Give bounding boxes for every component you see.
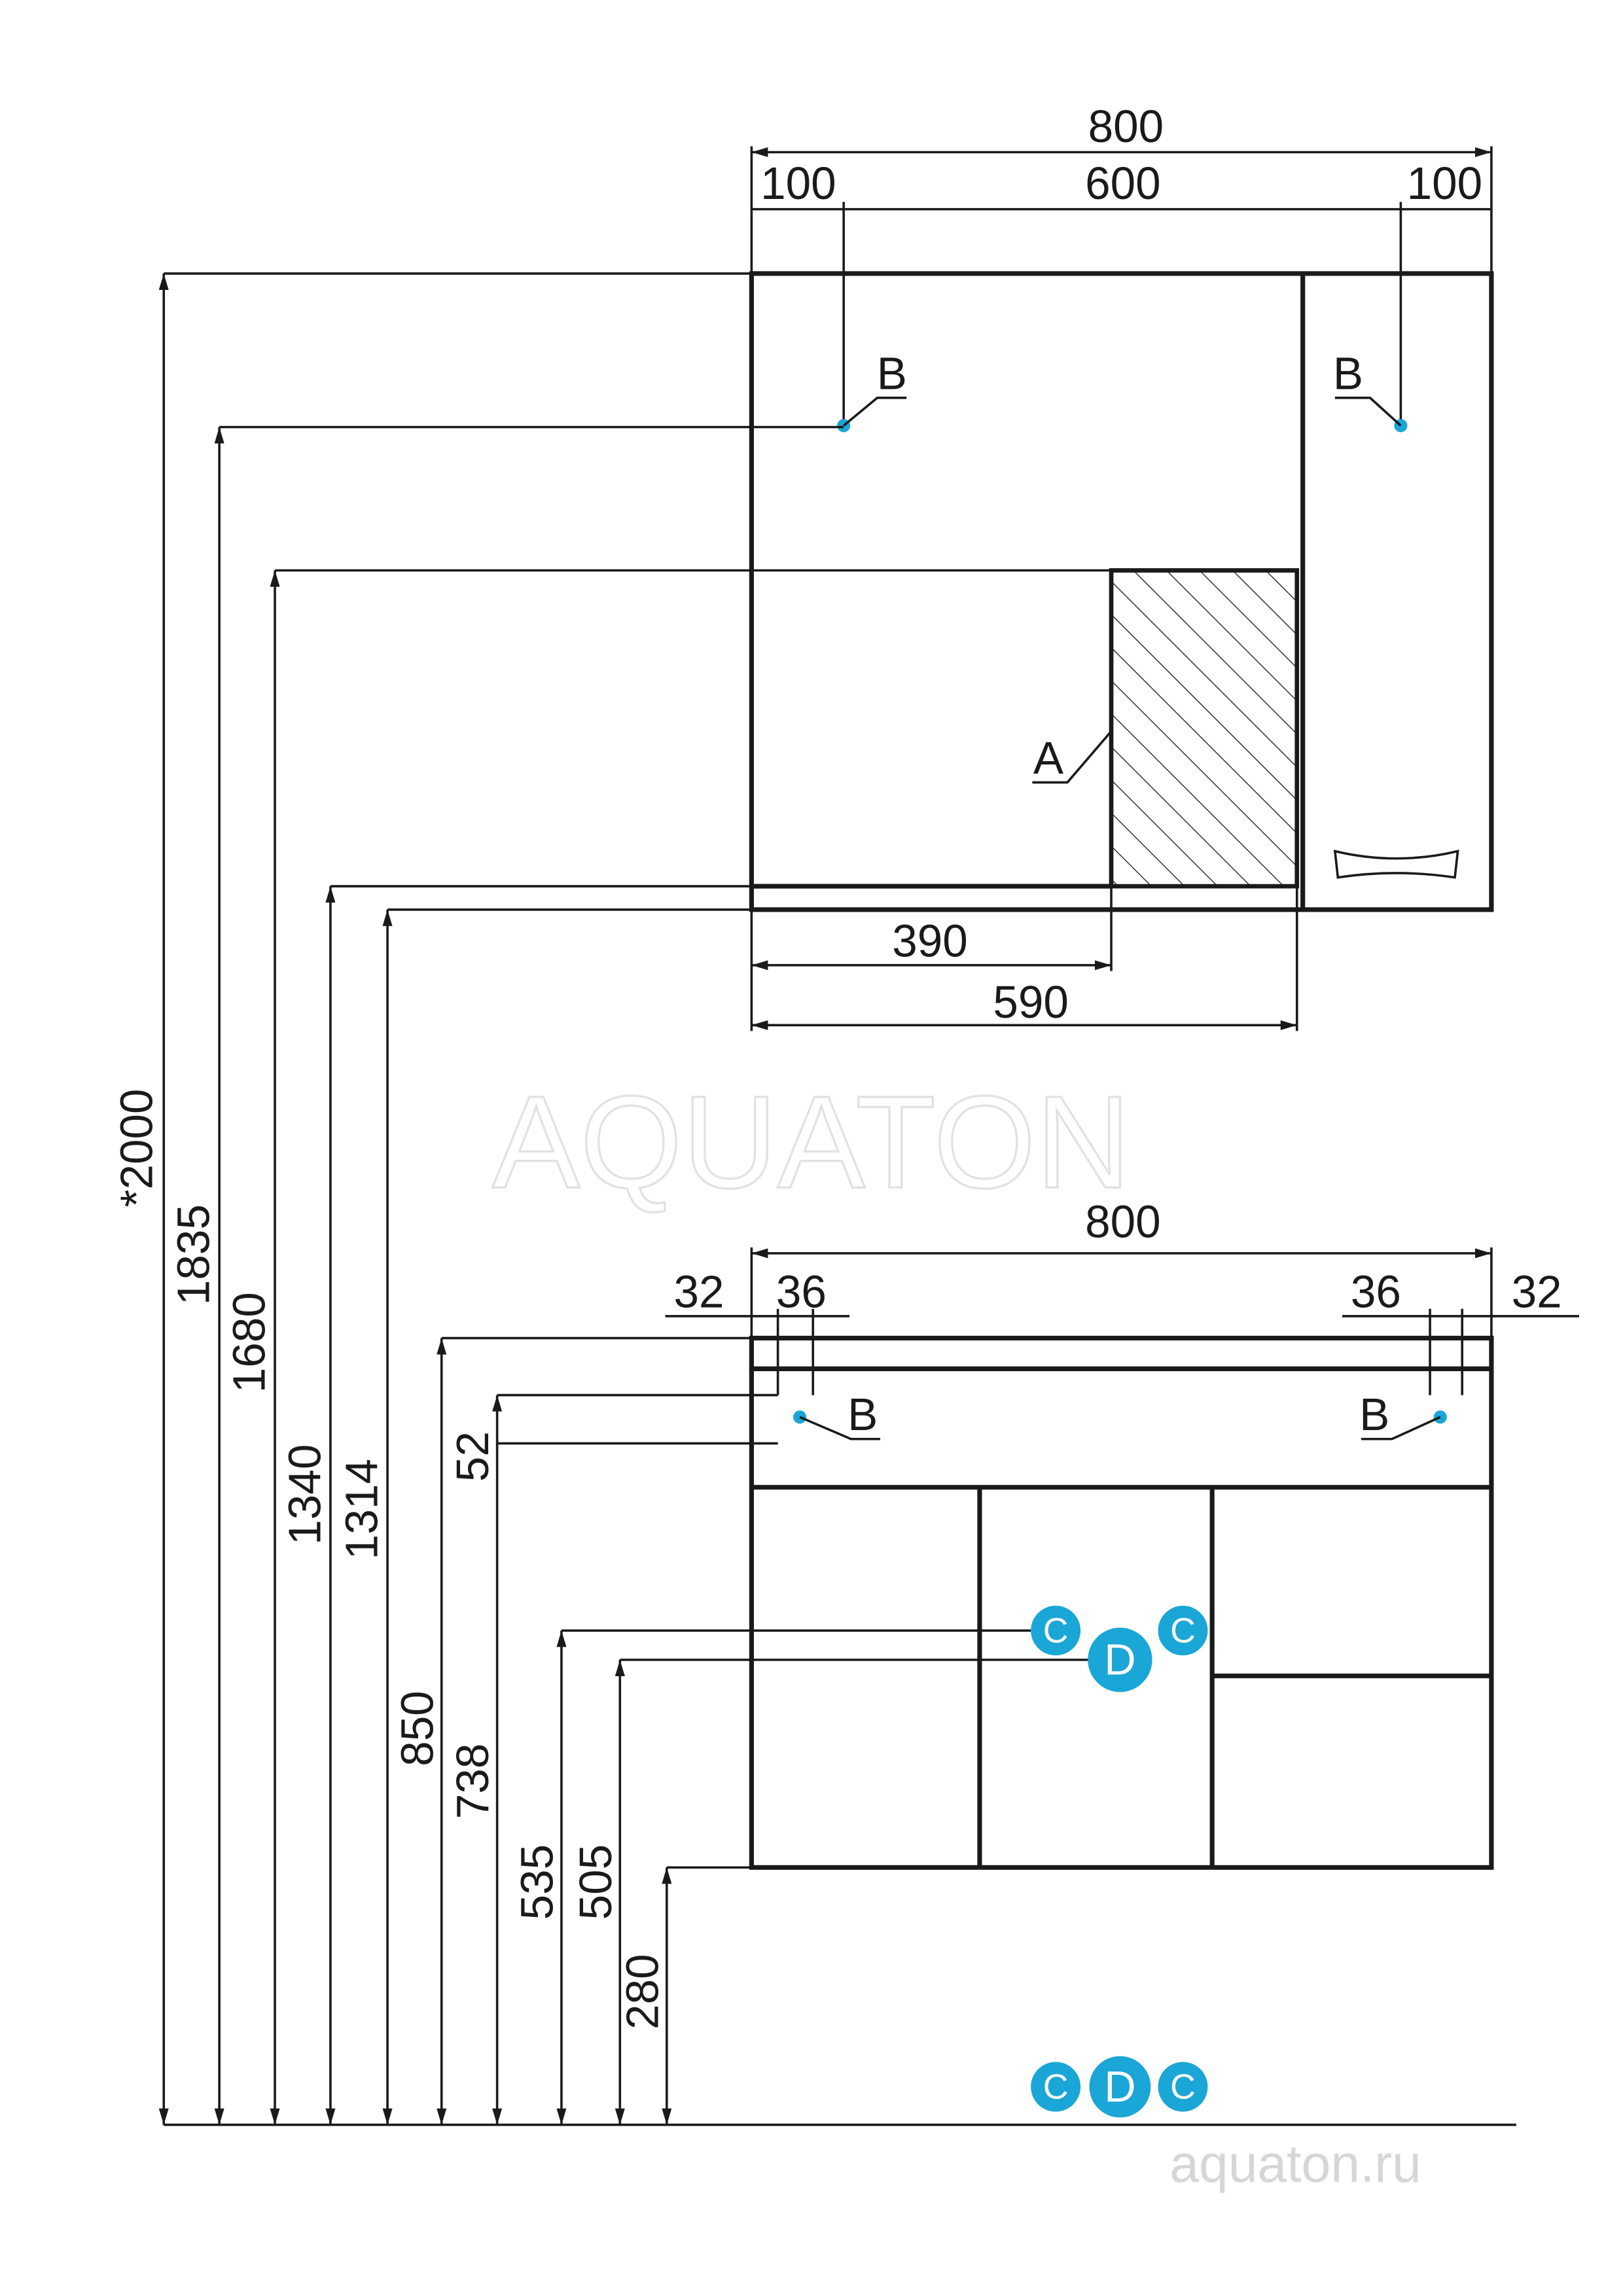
dimension-label: B bbox=[1333, 348, 1363, 399]
handle-icon bbox=[1333, 850, 1459, 879]
dimension-label: 390 bbox=[892, 915, 968, 966]
dimension-label: 36 bbox=[776, 1266, 827, 1318]
dimension-label: 1835 bbox=[168, 1204, 219, 1305]
mirror-hatched-area bbox=[1109, 568, 1300, 889]
dimension-label: 800 bbox=[1085, 1196, 1161, 1247]
dimension-label: C bbox=[1043, 2067, 1069, 2106]
vertical-dimensions: *2000 1835 1680 1340 1314 850 738 52 535… bbox=[111, 272, 1516, 2126]
dimension-label: 738 bbox=[447, 1744, 498, 1820]
dimension-label: 505 bbox=[570, 1844, 621, 1920]
dimension-label: 100 bbox=[760, 158, 836, 209]
mirror-cabinet bbox=[749, 271, 1494, 912]
dimension-label: 52 bbox=[447, 1431, 498, 1482]
dimension-label: 36 bbox=[1351, 1266, 1401, 1318]
dimension-label: A bbox=[1033, 732, 1064, 783]
dimension-label: 800 bbox=[1088, 101, 1164, 152]
dimension-label: 280 bbox=[616, 1954, 668, 2030]
dimension-label: B bbox=[877, 348, 907, 399]
website-url: aquaton.ru bbox=[1169, 2135, 1421, 2194]
connection-markers: C D C C D C bbox=[1031, 1605, 1208, 2118]
dimension-label: 850 bbox=[391, 1691, 442, 1767]
dimension-label: B bbox=[847, 1389, 878, 1440]
hot-water-label: C bbox=[1170, 1611, 1196, 1650]
dimension-label: 1340 bbox=[279, 1444, 330, 1545]
drain-label: D bbox=[1104, 1635, 1135, 1684]
dimension-label: 32 bbox=[1512, 1266, 1562, 1318]
watermark: AQUATON bbox=[492, 1068, 1131, 1215]
dimension-label: 100 bbox=[1407, 158, 1483, 209]
vanity-dimensions: 800 32 36 36 32 B B bbox=[665, 1196, 1579, 1441]
dimension-label: D bbox=[1104, 2062, 1135, 2111]
vanity-cabinet bbox=[749, 1335, 1494, 1870]
dimension-label: 1314 bbox=[336, 1459, 387, 1560]
dimension-label: C bbox=[1170, 2067, 1196, 2106]
dimension-label: 590 bbox=[993, 977, 1069, 1028]
dimension-label: 1680 bbox=[223, 1292, 274, 1393]
dimension-label: 32 bbox=[673, 1266, 724, 1318]
dimension-label: 535 bbox=[512, 1844, 563, 1920]
cold-water-label: C bbox=[1043, 1611, 1069, 1650]
dimension-label: *2000 bbox=[111, 1088, 162, 1207]
dimension-label: B bbox=[1359, 1389, 1389, 1440]
mirror-dimensions: 800 100 600 100 B B A 390 590 bbox=[750, 101, 1493, 1031]
dimension-label: 600 bbox=[1085, 158, 1161, 209]
